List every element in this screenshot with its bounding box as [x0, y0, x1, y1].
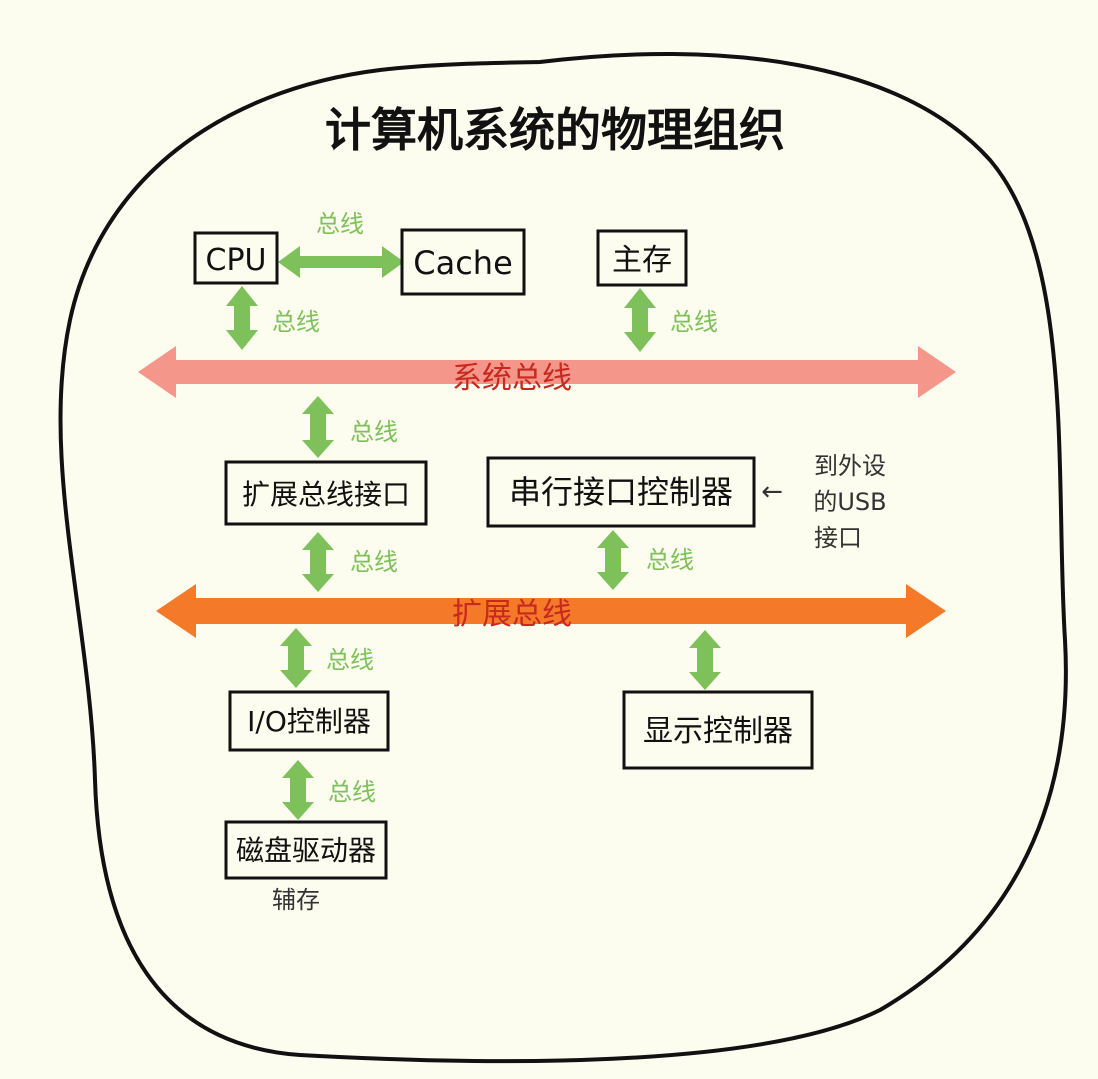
cpu-sysbus-link-arrow	[226, 286, 258, 350]
expbus-io-link-label: 总线	[326, 646, 374, 674]
serial-expbus-link-arrow	[597, 530, 629, 590]
serial-controller-label: 串行接口控制器	[509, 473, 733, 511]
expbus-io-link-arrow	[280, 628, 312, 688]
memory-sysbus-link-label: 总线	[670, 308, 718, 336]
cache-label: Cache	[413, 244, 513, 282]
io-controller-box: I/O控制器	[228, 690, 390, 752]
cache-box: Cache	[400, 228, 526, 296]
cpu-cache-link-label: 总线	[316, 210, 364, 238]
diagram-title: 计算机系统的物理组织	[325, 103, 785, 157]
interface-expbus-link-arrow	[302, 532, 334, 592]
expansion-bus-arrow	[156, 584, 946, 638]
sysbus-interface-link-arrow	[302, 396, 334, 458]
disk-driver-label: 磁盘驱动器	[236, 834, 376, 867]
sysbus-interface-link-label: 总线	[350, 418, 398, 446]
usb-note-line2: 的USB	[813, 488, 886, 516]
memory-sysbus-link-arrow	[624, 288, 656, 352]
expansion-interface-box: 扩展总线接口	[224, 460, 428, 526]
cpu-box: CPU	[193, 231, 279, 285]
disk-driver-box: 磁盘驱动器	[224, 820, 388, 880]
system-bus-label: 系统总线	[452, 361, 572, 396]
usb-note-line1: 到外设	[814, 452, 886, 480]
main-memory-label: 主存	[612, 243, 672, 278]
serial-controller-box: 串行接口控制器	[486, 456, 756, 528]
system-boundary-outline	[58, 51, 1068, 1064]
secondary-storage-note: 辅存	[272, 886, 320, 914]
interface-expbus-link-label: 总线	[350, 548, 398, 576]
serial-expbus-link-label: 总线	[646, 546, 694, 574]
display-controller-box: 显示控制器	[622, 690, 814, 770]
expbus-display-link-arrow	[689, 630, 721, 690]
main-memory-box: 主存	[596, 229, 688, 287]
cpu-label: CPU	[206, 243, 267, 278]
system-bus-arrow	[138, 346, 956, 398]
usb-note-arrow: ←	[761, 477, 783, 507]
display-controller-label: 显示控制器	[643, 714, 793, 749]
io-disk-link-label: 总线	[328, 778, 376, 806]
io-controller-label: I/O控制器	[247, 705, 371, 738]
cpu-cache-link-arrow	[278, 246, 404, 278]
usb-note-line3: 接口	[814, 524, 862, 552]
expansion-interface-label: 扩展总线接口	[242, 478, 410, 511]
io-disk-link-arrow	[282, 760, 314, 820]
cpu-sysbus-link-label: 总线	[272, 308, 320, 336]
expansion-bus-label: 扩展总线	[452, 597, 572, 632]
